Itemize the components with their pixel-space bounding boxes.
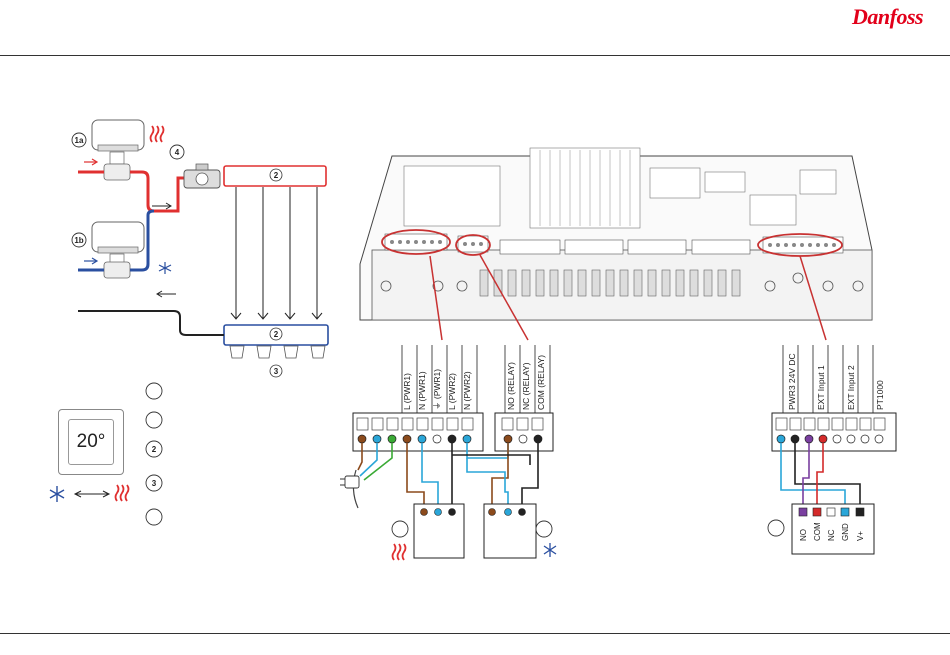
pump (184, 164, 220, 188)
device-label-vplus: V+ (856, 531, 865, 541)
heat-device (392, 504, 464, 558)
terminal-label-l-pwr1: L (PWR1) (402, 373, 412, 410)
thermostat-display: 20° (68, 419, 114, 465)
snowflake-icon (159, 262, 171, 274)
left-terminal-block: L (PWR1) N (PWR1) ⏚ (PWR1) L (PWR2) N (P… (353, 345, 483, 451)
relay-label-com: COM (RELAY) (536, 355, 546, 410)
controller-board (360, 148, 872, 340)
room-thermostat: 20° (58, 409, 124, 475)
arrow-icon (75, 491, 109, 497)
ext-wiring (781, 443, 860, 508)
device-label-no: NO (799, 529, 808, 541)
terminal-label-pt1000: PT1000 (875, 380, 885, 410)
terminal-label-earth-pwr1: ⏚ (PWR1) (432, 369, 442, 410)
callout-1a: 1a (75, 136, 84, 145)
plug-icon (340, 470, 359, 508)
terminal-label-pwr3: PWR3 24V DC (787, 353, 797, 410)
cool-device (484, 504, 552, 558)
floor-loops (231, 187, 322, 319)
right-terminal-block: PWR3 24V DC EXT Input 1 EXT Input 2 PT10… (772, 345, 896, 451)
legend-callout-3: 3 (152, 479, 157, 488)
heat-icon (151, 126, 164, 142)
callout-3: 3 (274, 367, 279, 376)
valve-actuators (230, 346, 325, 358)
device-label-gnd: GND (841, 523, 850, 541)
callout-1b: 1b (74, 236, 83, 245)
terminal-label-ext-input-1: EXT Input 1 (816, 365, 826, 410)
external-device: NO COM NC GND V+ (768, 504, 874, 554)
terminal-label-l-pwr2: L (PWR2) (447, 373, 457, 410)
legend-callout-2: 2 (152, 445, 157, 454)
heat-icon (116, 485, 129, 501)
device-label-com: COM (813, 522, 822, 541)
relay-terminal-block: NO (RELAY) NC (RELAY) COM (RELAY) (495, 345, 553, 451)
terminal-label-ext-input-2: EXT Input 2 (846, 365, 856, 410)
snowflake-icon (544, 543, 556, 557)
callout-2-supply: 2 (274, 171, 279, 180)
heat-icon (393, 544, 406, 560)
terminal-label-n-pwr2: N (PWR2) (462, 371, 472, 410)
callout-2-return: 2 (274, 330, 279, 339)
callout-4: 4 (175, 148, 180, 157)
device-label-nc: NC (827, 529, 836, 541)
mains-wiring (358, 443, 538, 510)
relay-label-nc: NC (RELAY) (521, 362, 531, 410)
hydraulic-schematic: 1a 1b (72, 120, 328, 377)
snowflake-icon (50, 486, 64, 502)
relay-label-no: NO (RELAY) (506, 362, 516, 410)
terminal-label-n-pwr1: N (PWR1) (417, 371, 427, 410)
